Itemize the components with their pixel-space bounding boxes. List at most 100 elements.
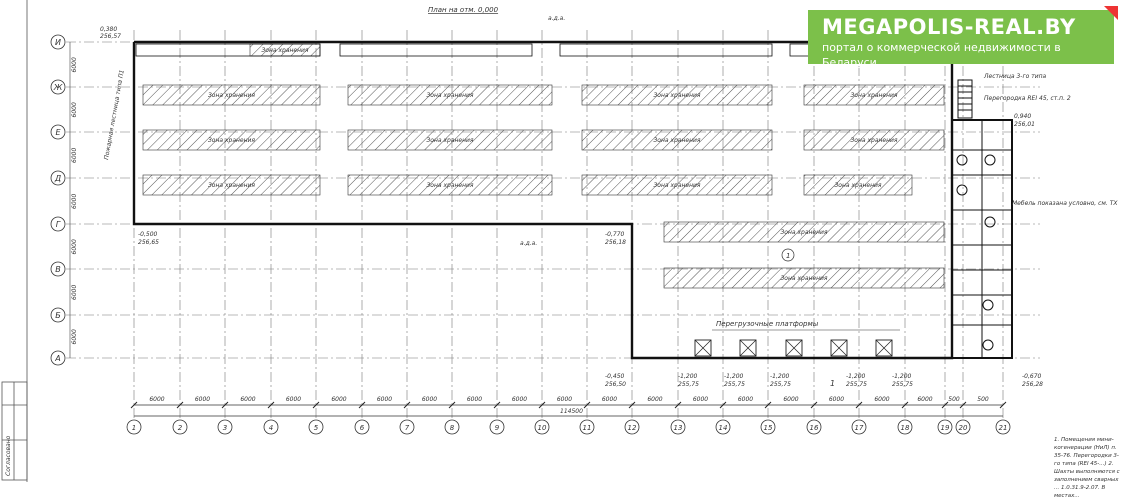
svg-text:-0,670: -0,670 bbox=[1022, 373, 1042, 380]
column-axis-bubble bbox=[217, 419, 233, 435]
row-axis-label: А bbox=[54, 354, 60, 363]
svg-text:-1,200: -1,200 bbox=[846, 373, 866, 380]
storage-zone-label: Зона хранения bbox=[653, 137, 700, 144]
bay-dimension: 6000 bbox=[783, 396, 798, 403]
room-number: 1 bbox=[786, 252, 790, 260]
bay-dimension: 6000 bbox=[195, 396, 210, 403]
dock-label: Перегрузочные платформы bbox=[716, 320, 819, 328]
row-axis-bubble bbox=[50, 350, 66, 366]
drawing-notes: 1. Помещения мини-когенерации (НиЛ) п. 3… bbox=[1054, 437, 1120, 499]
storage-zone: Зона хранения bbox=[581, 84, 773, 106]
storage-zone: Зона хранения bbox=[347, 84, 553, 106]
dock-platform bbox=[785, 339, 803, 357]
svg-text:256,50: 256,50 bbox=[605, 381, 626, 388]
column-axis-label: 10 bbox=[538, 424, 547, 432]
storage-zone-label: Зона хранения bbox=[261, 47, 308, 54]
svg-text:-1,200: -1,200 bbox=[724, 373, 744, 380]
bay-dimension: 6000 bbox=[331, 396, 346, 403]
storage-zone-label: Зона хранения bbox=[653, 182, 700, 189]
dock-platform bbox=[830, 339, 848, 357]
storage-zone: Зона хранения bbox=[803, 129, 945, 151]
column-axis-bubble bbox=[172, 419, 188, 435]
row-axis-label: Д bbox=[54, 174, 61, 183]
bay-dimension: 6000 bbox=[874, 396, 889, 403]
storage-zone-label: Зона хранения bbox=[834, 182, 881, 189]
storage-zone: Зона хранения bbox=[663, 221, 945, 243]
level-marks: 0,380 256,57 -0,500 256,65 -0,770 256,18… bbox=[100, 15, 1043, 388]
column-axis-bubble bbox=[806, 419, 822, 435]
svg-text:256,01: 256,01 bbox=[1014, 121, 1035, 128]
storage-zone: Зона хранения bbox=[803, 174, 913, 196]
storage-zone-label: Зона хранения bbox=[653, 92, 700, 99]
column-axis-bubble bbox=[851, 419, 867, 435]
column-axis-bubble bbox=[897, 419, 913, 435]
furniture-label: Мебель показана условно, см. ТХ bbox=[1012, 200, 1118, 207]
bay-dimension: 6000 bbox=[286, 396, 301, 403]
svg-text:-0,770: -0,770 bbox=[605, 231, 625, 238]
bay-dimension: 6000 bbox=[829, 396, 844, 403]
column-axis-bubble bbox=[624, 419, 640, 435]
storage-zone-label: Зона хранения bbox=[780, 275, 827, 282]
column-axis-label: 1 bbox=[132, 424, 136, 432]
svg-text:255,75: 255,75 bbox=[724, 381, 745, 388]
row-axis-label: И bbox=[55, 38, 61, 47]
bay-dimension: 500 bbox=[977, 396, 989, 403]
column-axis-bubble bbox=[354, 419, 370, 435]
row-axis-label: Б bbox=[55, 311, 61, 320]
column-axis-bubble bbox=[955, 419, 971, 435]
megapolis-banner[interactable]: MEGAPOLIS-REAL.BY портал о коммерческой … bbox=[808, 6, 1118, 69]
column-axis-bubble bbox=[308, 419, 324, 435]
column-axis-bubble bbox=[715, 419, 731, 435]
storage-zone: Зона хранения bbox=[142, 84, 321, 106]
bay-dimension: 6000 bbox=[240, 396, 255, 403]
column-axis-label: 21 bbox=[999, 424, 1008, 432]
svg-text:256,18: 256,18 bbox=[605, 239, 626, 246]
column-axis-label: 14 bbox=[719, 424, 728, 432]
storage-zone-label: Зона хранения bbox=[208, 92, 255, 99]
svg-text:255,75: 255,75 bbox=[846, 381, 867, 388]
bay-dimension: 6000 bbox=[738, 396, 753, 403]
row-dimension: 6000 bbox=[71, 57, 78, 72]
storage-zone-label: Зона хранения bbox=[426, 92, 473, 99]
storage-zone: Зона хранения bbox=[581, 174, 773, 196]
column-axis-label: 20 bbox=[959, 424, 968, 432]
row-dimension: 6000 bbox=[71, 329, 78, 344]
storage-zone: Зона хранения bbox=[581, 129, 773, 151]
storage-zone: Зона хранения bbox=[803, 84, 945, 106]
row-dimension: 6000 bbox=[71, 239, 78, 254]
corner-ribbon-icon bbox=[1104, 6, 1118, 20]
column-axis-bubble bbox=[937, 419, 953, 435]
row-axis-bubble bbox=[50, 34, 66, 50]
row-axis-label: Г bbox=[56, 220, 61, 229]
office-block bbox=[951, 79, 1013, 359]
storage-zone-label: Зона хранения bbox=[208, 182, 255, 189]
storage-zone-label: Зона хранения bbox=[426, 137, 473, 144]
row-axis-label: В bbox=[55, 265, 61, 274]
dock-platforms bbox=[694, 329, 900, 357]
column-axis-bubble bbox=[995, 419, 1011, 435]
column-axis-bubble bbox=[579, 419, 595, 435]
bay-dimension: 6000 bbox=[917, 396, 932, 403]
svg-text:256,65: 256,65 bbox=[138, 239, 159, 246]
total-dimension: 114500 bbox=[560, 408, 583, 415]
partition-label: Перегородка REI 45, ст.п. 2 bbox=[984, 95, 1071, 102]
svg-text:-1,200: -1,200 bbox=[770, 373, 790, 380]
row-axis-bubble bbox=[50, 307, 66, 323]
bay-dimension: 6000 bbox=[149, 396, 164, 403]
banner-brand: MEGAPOLIS-REAL.BY bbox=[822, 15, 1076, 39]
column-axis-bubble bbox=[534, 419, 550, 435]
column-axis-label: 13 bbox=[674, 424, 683, 432]
storage-zone: Зона хранения bbox=[663, 267, 945, 289]
svg-text:255,75: 255,75 bbox=[678, 381, 699, 388]
row-axis-bubble bbox=[50, 216, 66, 232]
svg-text:256,57: 256,57 bbox=[100, 33, 121, 40]
storage-zone-label: Зона хранения bbox=[208, 137, 255, 144]
bay-dimension: 500 bbox=[948, 396, 960, 403]
column-axis-label: 12 bbox=[628, 424, 637, 432]
stair-label: Лестница 3-го типа bbox=[983, 73, 1047, 80]
storage-zone-label: Зона хранения bbox=[850, 137, 897, 144]
row-axis-bubble bbox=[50, 261, 66, 277]
bay-dimension: 6000 bbox=[422, 396, 437, 403]
column-axis-label: 8 bbox=[450, 424, 455, 432]
row-dimension: 6000 bbox=[71, 102, 78, 117]
